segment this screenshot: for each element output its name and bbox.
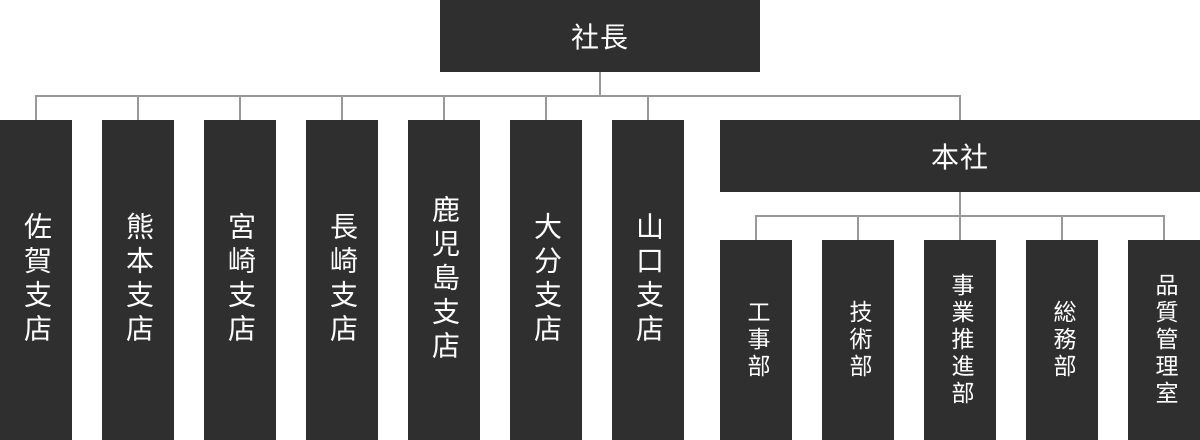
connector [35, 95, 961, 97]
branch-label: 宮崎支店 [224, 212, 257, 348]
connector [35, 95, 37, 120]
branch-label: 大分支店 [530, 212, 563, 348]
connector [599, 72, 601, 96]
connector [239, 95, 241, 120]
president-label: 社長 [570, 21, 629, 54]
branch-box: 大分支店 [510, 120, 582, 440]
connector [137, 95, 139, 120]
connector [341, 95, 343, 120]
branch-box: 熊本支店 [102, 120, 174, 440]
president-box: 社長 [440, 0, 760, 72]
branch-label: 熊本支店 [122, 212, 155, 348]
department-box: 工事部 [720, 240, 792, 440]
department-box: 品質管理室 [1128, 240, 1200, 440]
connector [959, 215, 961, 240]
branch-label: 佐賀支店 [20, 212, 53, 348]
connector [857, 215, 859, 240]
branch-box: 鹿児島支店 [408, 120, 480, 440]
connector [1061, 215, 1063, 240]
connector [545, 95, 547, 120]
department-box: 事業推進部 [924, 240, 996, 440]
connector [959, 95, 961, 120]
department-box: 技術部 [822, 240, 894, 440]
branch-box: 山口支店 [612, 120, 684, 440]
department-label: 工事部 [743, 299, 769, 381]
connector [647, 95, 649, 120]
connector [1163, 215, 1165, 240]
head-office-box: 本社 [720, 120, 1200, 192]
branch-label: 長崎支店 [326, 212, 359, 348]
department-label: 事業推進部 [947, 272, 973, 408]
department-label: 品質管理室 [1151, 272, 1177, 408]
department-label: 技術部 [845, 299, 871, 381]
connector [755, 215, 757, 240]
branch-label: 山口支店 [632, 212, 665, 348]
department-box: 総務部 [1026, 240, 1098, 440]
branch-label: 鹿児島支店 [428, 195, 461, 365]
branch-box: 佐賀支店 [0, 120, 72, 440]
branch-box: 長崎支店 [306, 120, 378, 440]
connector [443, 95, 445, 120]
branch-box: 宮崎支店 [204, 120, 276, 440]
department-label: 総務部 [1049, 299, 1075, 381]
connector [959, 192, 961, 216]
head-office-label: 本社 [930, 141, 989, 174]
